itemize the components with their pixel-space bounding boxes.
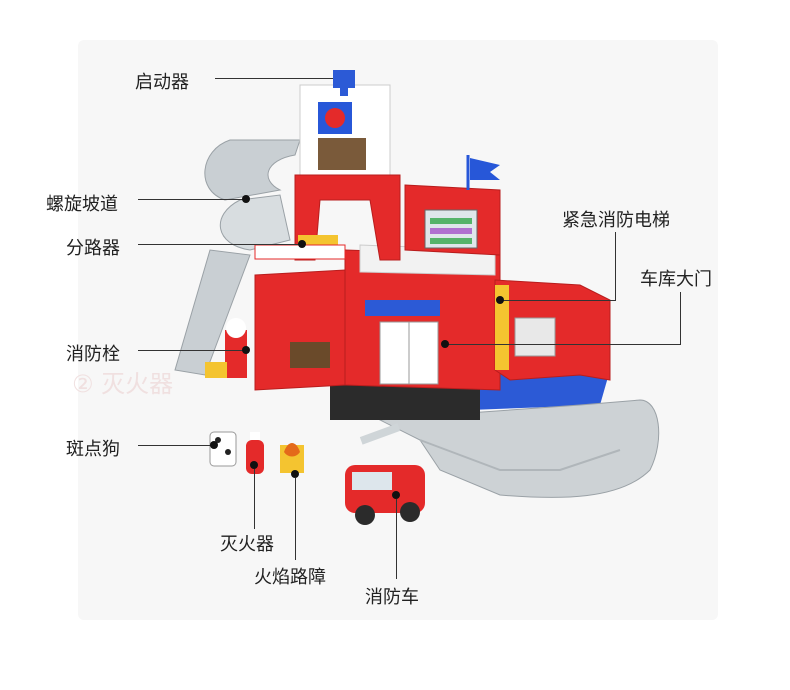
- dalmatian-toy: [209, 431, 237, 467]
- dot-flame-block: [291, 470, 299, 478]
- station-left-window: [290, 342, 330, 368]
- starter-button: [333, 70, 355, 88]
- tower-legs: [294, 174, 401, 261]
- label-fire-truck: 消防车: [365, 587, 419, 608]
- spiral-ramp: [174, 139, 301, 376]
- garage-door: [495, 285, 509, 370]
- watermark-text: ② 灭火器: [72, 370, 174, 398]
- label-starter: 启动器: [135, 72, 189, 93]
- leader-garage-door-v: [680, 292, 681, 344]
- leader-elevator-v: [500, 300, 616, 301]
- label-extinguisher: 灭火器: [220, 534, 274, 555]
- leader-starter: [215, 78, 333, 79]
- flag: [470, 158, 500, 180]
- leader-dalmatian: [138, 445, 212, 446]
- garage-floor: [470, 370, 610, 410]
- leader-fire-truck: [396, 499, 397, 579]
- dot-fire-truck: [392, 491, 400, 499]
- leader-elevator-h: [615, 232, 616, 300]
- dot-garage-door: [441, 340, 449, 348]
- leader-flame-block: [295, 478, 296, 560]
- label-flame-block: 火焰路障: [254, 567, 326, 588]
- leader-hydrant: [138, 350, 246, 351]
- fire-truck-toy: [345, 423, 425, 525]
- dot-dalmatian: [210, 441, 218, 449]
- leader-spiral-ramp: [138, 199, 246, 200]
- station-sign: [365, 300, 440, 316]
- garage-panel: [514, 317, 556, 357]
- dot-elevator: [496, 296, 504, 304]
- label-hydrant: 消防栓: [66, 344, 120, 365]
- dot-switch: [298, 240, 306, 248]
- road-track: [378, 399, 660, 498]
- dot-spiral-ramp: [242, 195, 250, 203]
- tower-screen: [318, 138, 366, 170]
- leader-switch: [138, 244, 300, 245]
- leader-garage-door-h: [445, 344, 681, 345]
- dot-hydrant: [242, 346, 250, 354]
- hydrant-toy: [205, 318, 247, 378]
- leader-extinguisher: [254, 469, 255, 529]
- label-switch: 分路器: [66, 238, 120, 259]
- flame-block-toy: [280, 443, 304, 473]
- label-elevator: 紧急消防电梯: [562, 210, 670, 231]
- badge-emblem: [325, 108, 345, 128]
- label-garage-door: 车库大门: [640, 269, 712, 290]
- label-spiral-ramp: 螺旋坡道: [46, 194, 118, 215]
- dot-extinguisher: [250, 461, 258, 469]
- station-left-block: [254, 269, 346, 391]
- label-dalmatian: 斑点狗: [66, 439, 120, 460]
